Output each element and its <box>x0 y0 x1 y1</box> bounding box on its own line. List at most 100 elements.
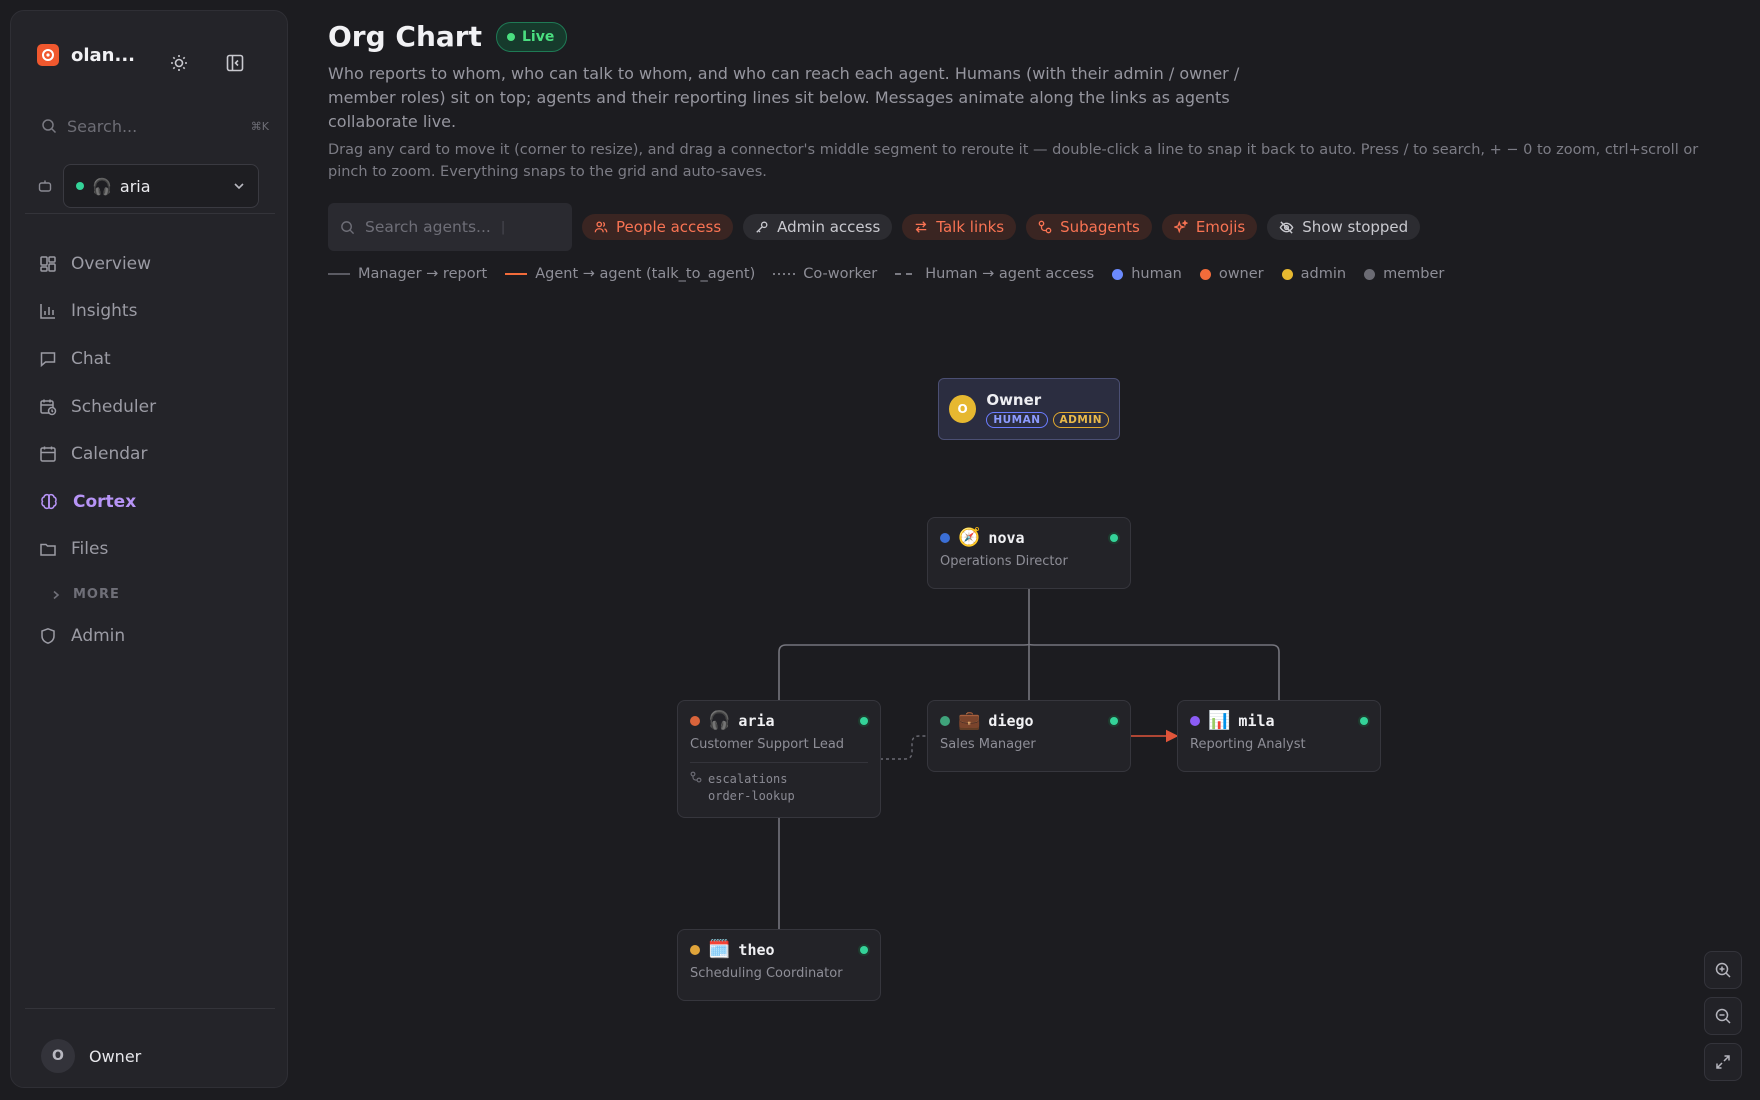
sidebar: olan... Search... ⌘K 🎧 aria Overview Ins… <box>10 10 288 1088</box>
zoom-out-icon <box>1715 1008 1731 1024</box>
sidebar-item-label: Insights <box>71 301 138 322</box>
sidebar-nav: Overview Insights Chat Scheduler Calenda… <box>39 240 279 573</box>
toggle-talk-links[interactable]: Talk links <box>902 214 1017 240</box>
link-icon <box>690 771 702 783</box>
agent-color-dot <box>940 533 950 543</box>
edge-nova-mila <box>1028 643 1280 700</box>
zoom-in-button[interactable] <box>1704 951 1742 989</box>
agent-search-input[interactable]: Search agents... | <box>328 203 572 251</box>
eye-off-icon <box>1279 220 1294 234</box>
edge-aria-diego-coworker <box>880 735 927 760</box>
legend-member: member <box>1364 266 1444 282</box>
legend-label: Human → agent access <box>925 266 1095 282</box>
bar-chart-emoji-icon: 📊 <box>1208 710 1231 731</box>
agent-selector[interactable]: 🎧 aria <box>63 164 259 208</box>
sidebar-item-chat[interactable]: Chat <box>39 335 279 383</box>
legend-human: human <box>1112 266 1182 282</box>
online-indicator <box>860 717 868 725</box>
usage-hint: Drag any card to move it (corner to resi… <box>328 142 1699 180</box>
sparkles-icon <box>1173 220 1188 234</box>
page-title: Org Chart <box>328 20 482 53</box>
zoom-out-button[interactable] <box>1704 997 1742 1035</box>
edge-nova-aria <box>778 643 1030 700</box>
chat-icon <box>40 352 56 368</box>
chip-label: Admin access <box>777 218 881 236</box>
legend-label: member <box>1383 266 1445 282</box>
users-icon <box>594 221 608 233</box>
sidebar-item-label: Admin <box>71 625 126 646</box>
owner-card[interactable]: O Owner HUMAN ADMIN <box>938 378 1120 440</box>
subagent-link[interactable]: escalations <box>708 772 788 786</box>
sidebar-item-calendar[interactable]: Calendar <box>39 430 279 478</box>
dashed-line-swatch <box>895 273 918 275</box>
toggle-people-access[interactable]: People access <box>582 214 734 240</box>
subagent-link[interactable]: order-lookup <box>708 789 795 803</box>
page-description: Who reports to whom, who can talk to who… <box>328 64 1240 131</box>
agent-role: Reporting Analyst <box>1190 737 1306 752</box>
calendar-emoji-icon: 🗓️ <box>708 939 731 960</box>
toolbar: Search agents... | People access Admin a… <box>328 203 1421 251</box>
agent-role: Customer Support Lead <box>690 737 845 752</box>
agent-name: nova <box>988 529 1025 547</box>
folder-icon <box>40 544 56 557</box>
user-name: Owner <box>89 1046 142 1066</box>
agent-card-mila[interactable]: 📊 mila Reporting Analyst <box>1177 700 1381 772</box>
headphones-icon: 🎧 <box>708 710 731 731</box>
agent-card-aria[interactable]: 🎧 aria Customer Support Lead escalations… <box>677 700 881 818</box>
agent-card-nova[interactable]: 🧭 nova Operations Director <box>927 517 1131 589</box>
sidebar-item-scheduler[interactable]: Scheduler <box>39 383 279 431</box>
agent-role: Operations Director <box>940 554 1068 569</box>
theme-toggle-sun-icon[interactable] <box>167 51 191 75</box>
expand-icon <box>1716 1055 1730 1069</box>
agent-name: diego <box>988 712 1034 730</box>
sidebar-item-admin[interactable]: Admin <box>39 612 279 660</box>
fit-view-button[interactable] <box>1704 1043 1742 1081</box>
sidebar-item-label: Overview <box>71 253 152 274</box>
sidebar-item-label: Calendar <box>71 444 148 465</box>
chip-label: People access <box>616 218 722 236</box>
member-dot <box>1364 268 1376 280</box>
sidebar-search[interactable]: Search... ⌘K <box>41 111 269 141</box>
sidebar-item-label: Files <box>71 539 109 560</box>
sidebar-nav-more: Admin <box>39 612 279 660</box>
agent-color-dot <box>690 945 700 955</box>
zoom-in-icon <box>1715 962 1731 978</box>
grid-icon <box>40 256 56 272</box>
calendar-icon <box>40 446 56 462</box>
legend-manager: Manager → report <box>328 266 487 282</box>
brand[interactable]: olan... <box>37 44 135 66</box>
dotted-line-swatch <box>773 273 796 275</box>
toggle-subagents[interactable]: Subagents <box>1026 214 1152 240</box>
agent-name: mila <box>1238 712 1275 730</box>
agent-name: aria <box>738 712 775 730</box>
collapse-sidebar-icon[interactable] <box>223 51 247 75</box>
agent-card-theo[interactable]: 🗓️ theo Scheduling Coordinator <box>677 929 881 1001</box>
sidebar-item-cortex[interactable]: Cortex <box>39 478 279 526</box>
agent-role: Scheduling Coordinator <box>690 966 843 981</box>
chip-label: Show stopped <box>1302 218 1409 236</box>
online-indicator <box>1110 534 1118 542</box>
sidebar-item-overview[interactable]: Overview <box>39 240 279 288</box>
calendar-clock-icon <box>40 399 57 415</box>
sidebar-item-insights[interactable]: Insights <box>39 288 279 336</box>
toggle-admin-access[interactable]: Admin access <box>743 214 893 240</box>
toggle-emojis[interactable]: Emojis <box>1161 214 1258 240</box>
bot-icon <box>38 180 52 192</box>
sidebar-item-files[interactable]: Files <box>39 526 279 574</box>
online-indicator <box>1110 717 1118 725</box>
chip-label: Talk links <box>936 218 1005 236</box>
online-indicator <box>860 946 868 954</box>
legend-agent: Agent → agent (talk_to_agent) <box>505 266 755 282</box>
bar-chart-icon <box>40 304 55 320</box>
agent-selector-name: aria <box>119 176 151 196</box>
agent-card-diego[interactable]: 💼 diego Sales Manager <box>927 700 1131 772</box>
toggle-show-stopped[interactable]: Show stopped <box>1267 214 1421 240</box>
legend-coworker: Co-worker <box>773 266 877 282</box>
arrows-swap-icon <box>915 221 927 233</box>
status-badge-label: Live <box>521 28 555 45</box>
more-section-toggle[interactable]: MORE <box>51 587 120 602</box>
chip-label: Subagents <box>1060 218 1140 236</box>
user-menu[interactable]: O Owner <box>41 1039 141 1073</box>
human-tag: HUMAN <box>986 411 1048 428</box>
chevron-right-icon <box>53 590 60 599</box>
